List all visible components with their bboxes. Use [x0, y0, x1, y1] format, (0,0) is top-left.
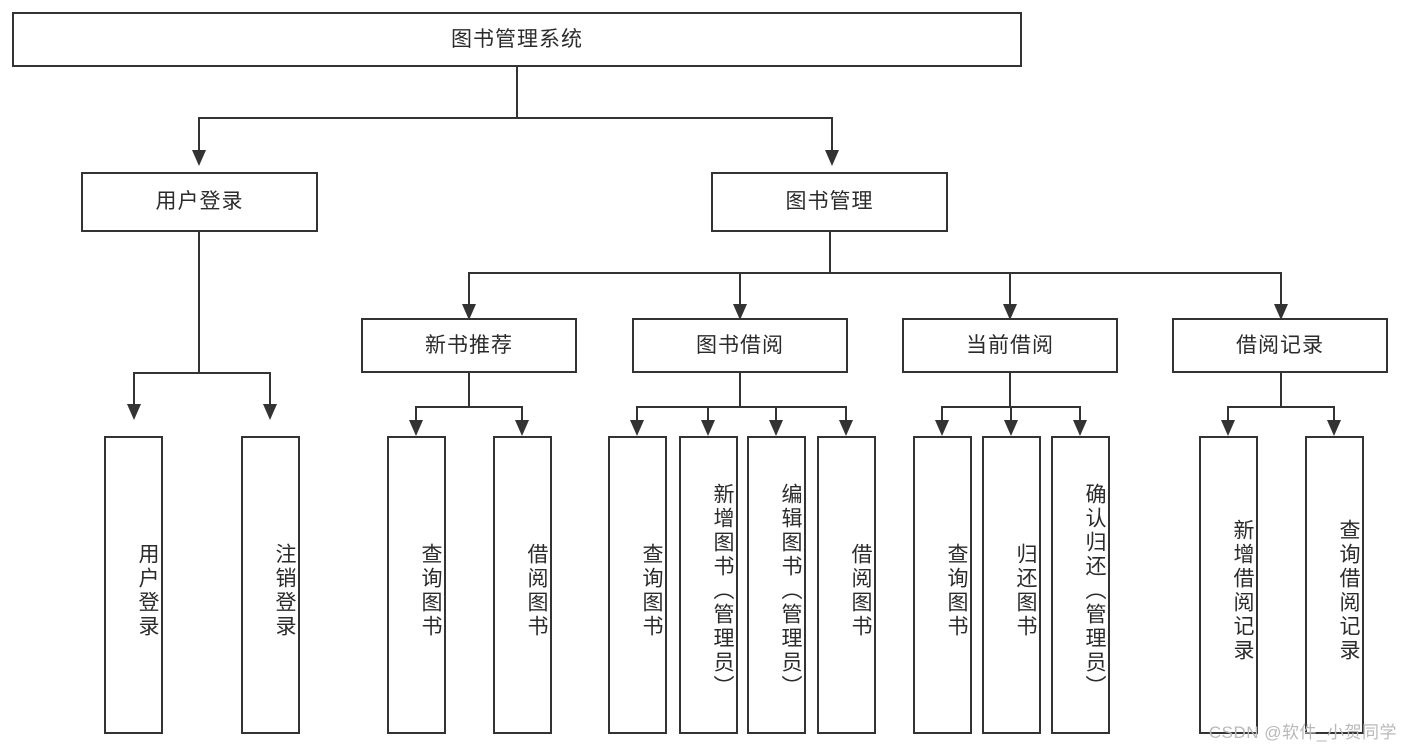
node-borrow-record[interactable]: 借阅记录 — [1172, 318, 1388, 373]
node-label: 用户登录 — [155, 190, 244, 214]
leaf-label: 查询图书 — [640, 543, 663, 639]
arrow-user-login-leaf-1 — [127, 404, 141, 420]
edge-book-manage-bus — [468, 272, 1282, 274]
leaf-label: 新增借阅记录 — [1231, 519, 1254, 663]
edge-borrow-record-drop-1 — [1227, 406, 1229, 428]
leaf-user-login-logout[interactable]: 注销登录 — [241, 436, 300, 734]
leaf-book-borrow-query-books[interactable]: 查询图书 — [608, 436, 667, 734]
leaf-borrow-record-query-record[interactable]: 查询借阅记录 — [1305, 436, 1364, 734]
leaf-label: 注销登录 — [273, 543, 296, 639]
edge-book-borrow-bus — [636, 406, 846, 408]
node-user-login[interactable]: 用户登录 — [81, 172, 318, 232]
arrow-borrow-record-leaf-2 — [1327, 420, 1341, 436]
node-current-borrow[interactable]: 当前借阅 — [902, 318, 1118, 373]
node-new-book-recommend[interactable]: 新书推荐 — [361, 318, 577, 373]
arrow-book-borrow-leaf-1 — [630, 420, 644, 436]
arrow-book-borrow-leaf-3 — [769, 420, 783, 436]
leaf-label: 查询图书 — [419, 543, 442, 639]
edge-new-book-drop-2 — [521, 406, 523, 428]
edge-new-book-bus — [415, 406, 523, 408]
edge-current-borrow-stem — [1009, 373, 1011, 407]
edge-user-login-drop-1 — [133, 372, 135, 405]
node-label: 新书推荐 — [425, 333, 513, 357]
leaf-label: 编辑图书（管理员） — [779, 483, 802, 699]
edge-new-book-drop-1 — [415, 406, 417, 428]
edge-user-login-drop-2 — [269, 372, 271, 405]
edge-root-stem — [516, 67, 518, 118]
edge-current-borrow-drop-2 — [1010, 406, 1012, 428]
node-label: 图书管理 — [785, 190, 874, 214]
leaf-current-borrow-confirm-return-admin[interactable]: 确认归还（管理员） — [1051, 436, 1110, 734]
edge-book-manage-drop-4 — [1280, 272, 1282, 305]
edge-root-to-user-login — [198, 117, 200, 151]
edge-new-book-stem — [468, 373, 470, 407]
arrow-current-borrow-leaf-2 — [1004, 420, 1018, 436]
edge-current-borrow-drop-3 — [1079, 406, 1081, 428]
edge-current-borrow-drop-1 — [941, 406, 943, 428]
arrow-book-borrow-leaf-2 — [701, 420, 715, 436]
arrow-current-borrow-leaf-1 — [935, 420, 949, 436]
leaf-label: 查询图书 — [945, 543, 968, 639]
arrow-root-to-user-login — [192, 150, 206, 166]
node-root-system[interactable]: 图书管理系统 — [12, 12, 1022, 67]
leaf-borrow-record-add-record[interactable]: 新增借阅记录 — [1199, 436, 1258, 734]
node-book-manage[interactable]: 图书管理 — [711, 172, 948, 232]
arrow-new-book-leaf-1 — [409, 420, 423, 436]
node-label: 借阅记录 — [1236, 333, 1324, 357]
leaf-label: 新增图书（管理员） — [711, 483, 734, 699]
arrow-book-manage-to-book-borrow — [733, 304, 747, 320]
leaf-book-borrow-add-book-admin[interactable]: 新增图书（管理员） — [679, 436, 738, 734]
leaf-label: 借阅图书 — [849, 543, 872, 639]
edge-borrow-record-drop-2 — [1333, 406, 1335, 428]
edge-book-borrow-stem — [739, 373, 741, 407]
edge-root-bus — [198, 117, 833, 119]
leaf-label: 借阅图书 — [525, 543, 548, 639]
edge-book-borrow-drop-4 — [845, 406, 847, 428]
arrow-borrow-record-leaf-1 — [1221, 420, 1235, 436]
edge-borrow-record-bus — [1227, 406, 1335, 408]
leaf-current-borrow-query-books[interactable]: 查询图书 — [913, 436, 972, 734]
edge-user-login-stem — [198, 232, 200, 373]
leaf-book-borrow-edit-book-admin[interactable]: 编辑图书（管理员） — [747, 436, 806, 734]
edge-book-borrow-drop-3 — [775, 406, 777, 428]
node-label: 当前借阅 — [966, 333, 1054, 357]
leaf-label: 确认归还（管理员） — [1083, 483, 1106, 699]
arrow-book-manage-to-borrow-record — [1274, 304, 1288, 320]
node-label: 图书借阅 — [696, 333, 784, 357]
edge-book-borrow-drop-2 — [707, 406, 709, 428]
leaf-label: 查询借阅记录 — [1337, 519, 1360, 663]
edge-book-manage-drop-1 — [468, 272, 470, 305]
edge-book-manage-drop-2 — [739, 272, 741, 305]
node-label: 图书管理系统 — [451, 27, 583, 51]
edge-book-manage-stem — [829, 232, 831, 273]
arrow-current-borrow-leaf-3 — [1073, 420, 1087, 436]
leaf-current-borrow-return-books[interactable]: 归还图书 — [982, 436, 1041, 734]
leaf-new-book-borrow-books[interactable]: 借阅图书 — [493, 436, 552, 734]
arrow-root-to-book-manage — [825, 150, 839, 166]
node-book-borrow[interactable]: 图书借阅 — [632, 318, 848, 373]
leaf-book-borrow-borrow-books[interactable]: 借阅图书 — [817, 436, 876, 734]
edge-user-login-bus — [133, 372, 270, 374]
leaf-label: 归还图书 — [1014, 543, 1037, 639]
arrow-book-manage-to-current-borrow — [1003, 304, 1017, 320]
leaf-new-book-query-books[interactable]: 查询图书 — [387, 436, 446, 734]
arrow-book-manage-to-new-book — [462, 304, 476, 320]
leaf-label: 用户登录 — [136, 543, 159, 639]
arrow-book-borrow-leaf-4 — [839, 420, 853, 436]
arrow-new-book-leaf-2 — [515, 420, 529, 436]
edge-root-to-book-manage — [831, 117, 833, 151]
arrow-user-login-leaf-2 — [263, 404, 277, 420]
edge-book-borrow-drop-1 — [636, 406, 638, 428]
leaf-user-login-login[interactable]: 用户登录 — [104, 436, 163, 734]
edge-borrow-record-stem — [1280, 373, 1282, 407]
edge-book-manage-drop-3 — [1009, 272, 1011, 305]
